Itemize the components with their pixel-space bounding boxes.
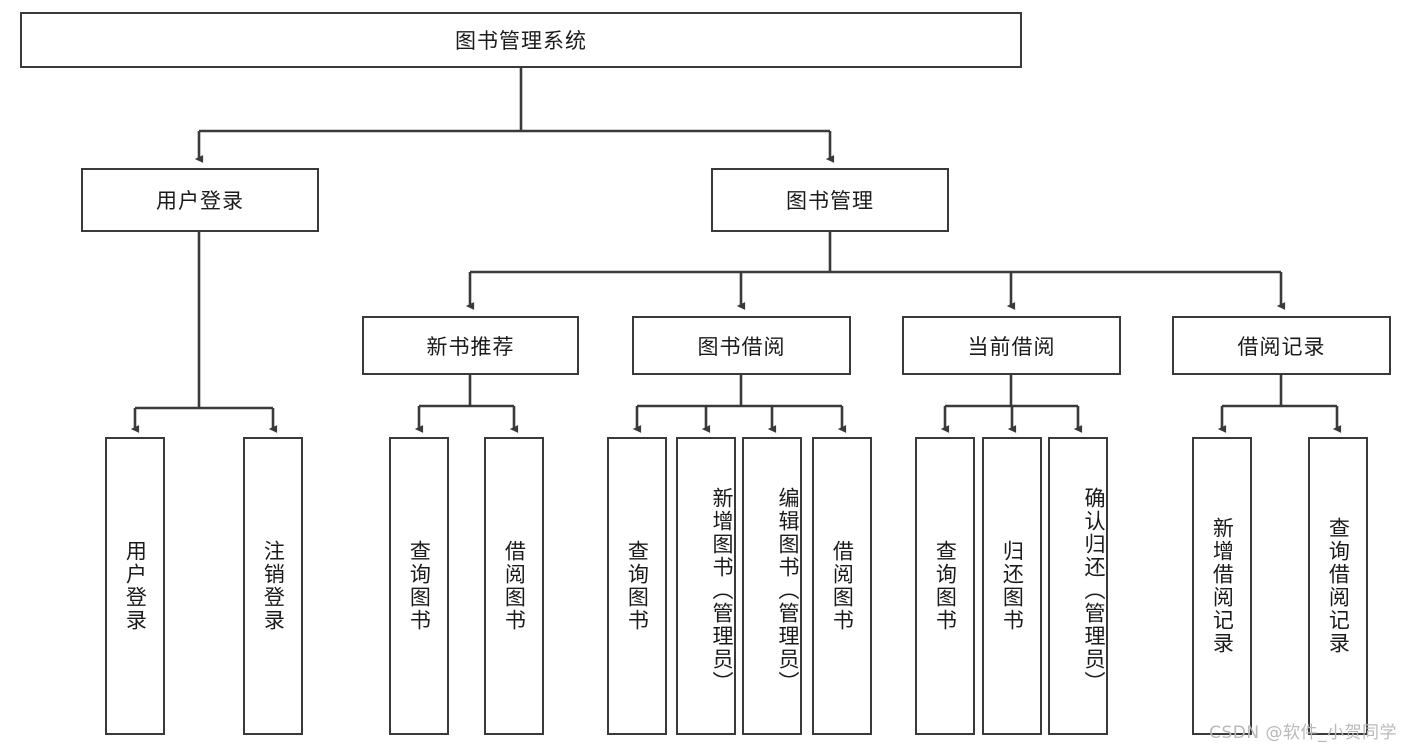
leaf-borrow-book-1[interactable]: 借阅图书 — [484, 437, 544, 735]
node-book-borrow-label: 图书借阅 — [697, 334, 786, 359]
leaf-query-book-2-label: 查询图书 — [625, 540, 650, 632]
leaf-borrow-book-2-label: 借阅图书 — [830, 540, 855, 632]
leaf-confirm-return[interactable]: 确认归还（管理员） — [1048, 437, 1108, 735]
leaf-add-record-label: 新增借阅记录 — [1210, 517, 1235, 655]
leaf-query-record[interactable]: 查询借阅记录 — [1308, 437, 1368, 735]
node-current-borrow[interactable]: 当前借阅 — [902, 316, 1121, 375]
leaf-confirm-return-label: 确认归还（管理员） — [1082, 486, 1106, 694]
node-new-book-recommend[interactable]: 新书推荐 — [362, 316, 579, 375]
leaf-logout-label: 注销登录 — [261, 540, 286, 632]
leaf-add-book-label: 新增图书（管理员） — [710, 486, 734, 694]
leaf-borrow-book-2[interactable]: 借阅图书 — [812, 437, 872, 735]
node-book-manage[interactable]: 图书管理 — [711, 168, 949, 232]
leaf-logout[interactable]: 注销登录 — [243, 437, 303, 735]
node-borrow-record-label: 借阅记录 — [1237, 334, 1326, 359]
node-root-label: 图书管理系统 — [455, 29, 587, 53]
node-book-borrow[interactable]: 图书借阅 — [632, 316, 851, 375]
leaf-query-book-2[interactable]: 查询图书 — [607, 437, 667, 735]
node-user-login[interactable]: 用户登录 — [81, 168, 319, 232]
leaf-return-book-label: 归还图书 — [1000, 540, 1025, 632]
leaf-add-record[interactable]: 新增借阅记录 — [1192, 437, 1252, 735]
leaf-return-book[interactable]: 归还图书 — [982, 437, 1042, 735]
node-current-borrow-label: 当前借阅 — [967, 334, 1056, 359]
leaf-query-record-label: 查询借阅记录 — [1326, 517, 1351, 655]
leaf-edit-book[interactable]: 编辑图书（管理员） — [742, 437, 802, 735]
leaf-user-login[interactable]: 用户登录 — [105, 437, 165, 735]
leaf-borrow-book-1-label: 借阅图书 — [502, 540, 527, 632]
node-book-manage-label: 图书管理 — [786, 189, 874, 213]
node-new-book-recommend-label: 新书推荐 — [426, 334, 515, 359]
node-borrow-record[interactable]: 借阅记录 — [1172, 316, 1391, 375]
leaf-edit-book-label: 编辑图书（管理员） — [776, 486, 800, 694]
node-root[interactable]: 图书管理系统 — [20, 12, 1022, 68]
leaf-add-book[interactable]: 新增图书（管理员） — [676, 437, 736, 735]
leaf-query-book-3[interactable]: 查询图书 — [915, 437, 975, 735]
watermark: CSDN @软件_小贺同学 — [1209, 723, 1397, 743]
leaf-query-book-1-label: 查询图书 — [407, 540, 432, 632]
leaf-user-login-label: 用户登录 — [123, 540, 148, 632]
leaf-query-book-3-label: 查询图书 — [933, 540, 958, 632]
node-user-login-label: 用户登录 — [156, 189, 244, 213]
leaf-query-book-1[interactable]: 查询图书 — [389, 437, 449, 735]
